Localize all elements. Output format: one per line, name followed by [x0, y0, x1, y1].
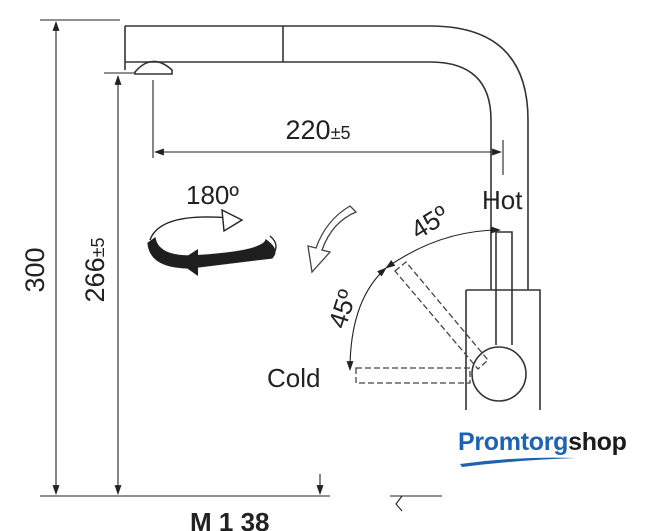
- bottom-thread-marker: [316, 474, 442, 512]
- swivel-angle-label: 180º: [186, 180, 239, 210]
- swivel-rotation-icon: [147, 208, 277, 276]
- dimension-height-300: [40, 19, 330, 497]
- hot-label: Hot: [482, 185, 523, 215]
- dimension-reach-220: [152, 80, 504, 175]
- cold-label: Cold: [267, 363, 320, 393]
- lever-positions-dashed: [355, 261, 489, 384]
- faucet-outline: [124, 25, 541, 410]
- watermark-logo: Promtorgshop: [458, 428, 627, 457]
- dimension-height-300-label: 300: [20, 247, 50, 292]
- lever-angle-lower-label: 45º: [322, 286, 363, 332]
- watermark-swoosh: [460, 457, 576, 467]
- bottom-thread-label: M 1 38: [190, 507, 270, 531]
- watermark-part2: shop: [568, 428, 627, 456]
- lever-angle-arcs: [346, 226, 501, 371]
- dimension-height-266-label: 266±5: [80, 238, 110, 303]
- watermark-part1: Promtorg: [458, 428, 569, 456]
- dimension-reach-220-tol: ±5: [331, 123, 351, 143]
- dimension-height-266: [104, 72, 135, 495]
- dimension-reach-220-label: 220±5: [286, 115, 351, 145]
- dimension-reach-220-value: 220: [286, 115, 331, 145]
- lever-move-arrow: [307, 205, 358, 274]
- dimension-height-266-tol: ±5: [88, 238, 108, 258]
- dimension-height-266-value: 266: [80, 257, 110, 302]
